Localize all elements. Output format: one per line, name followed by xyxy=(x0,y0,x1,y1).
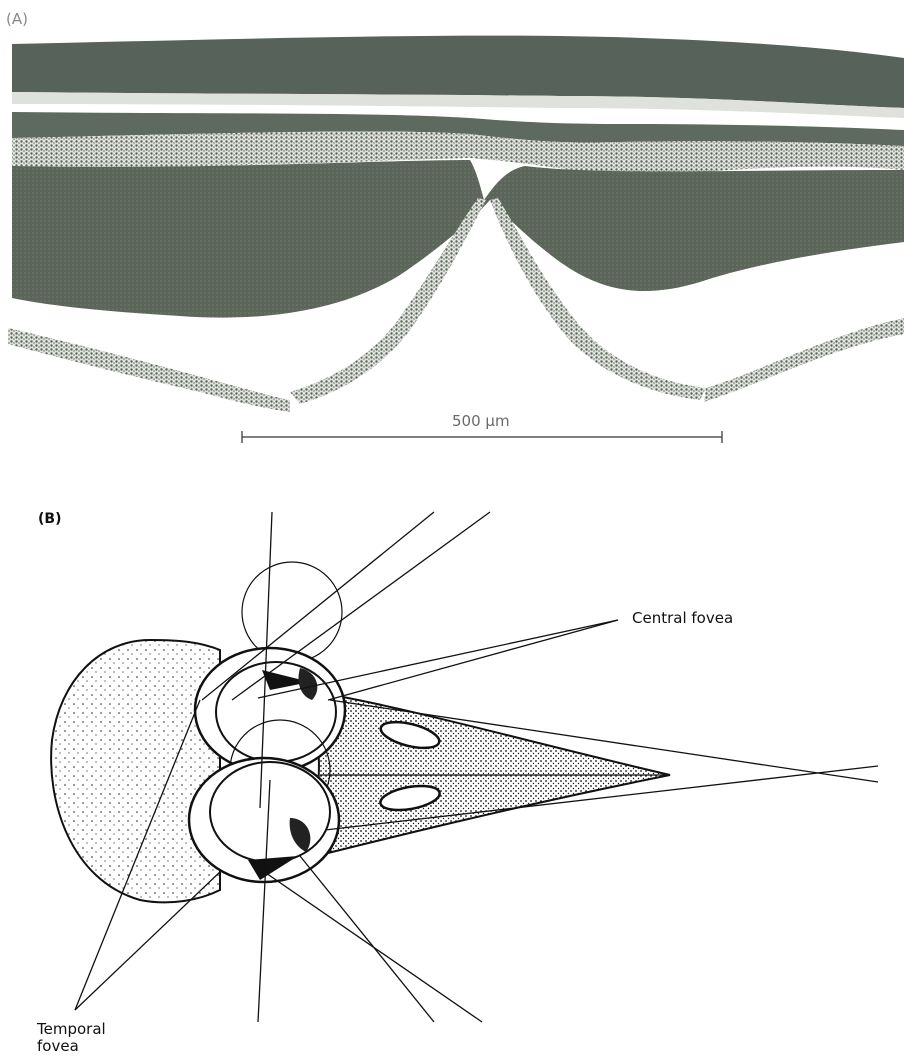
scale-bar xyxy=(242,431,722,443)
panel-b-label: (B) xyxy=(38,511,61,527)
skull-cranium xyxy=(51,640,220,902)
retina-micrograph xyxy=(8,36,904,412)
temporal-fovea-callout: Temporal fovea xyxy=(37,1021,106,1055)
bird-skull-diagram xyxy=(51,512,878,1022)
upper-eye-orbit-circle xyxy=(242,562,342,662)
central-fovea-callout: Central fovea xyxy=(632,609,733,627)
retina-bottom-right-band xyxy=(704,318,904,402)
lower-eyeball xyxy=(210,762,330,862)
scale-bar-label: 500 μm xyxy=(452,412,510,430)
temporal-fovea-line1: Temporal xyxy=(37,1021,106,1038)
temporal-fovea-line2: fovea xyxy=(37,1038,106,1055)
retina-bottom-left-band xyxy=(8,328,290,412)
